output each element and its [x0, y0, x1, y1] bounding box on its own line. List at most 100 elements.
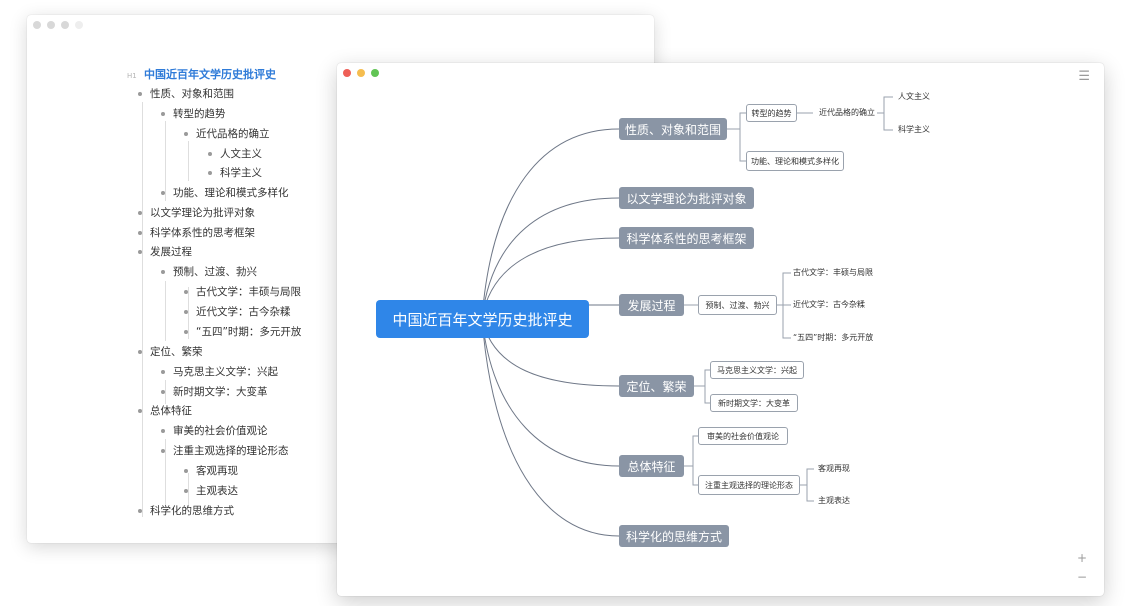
- mindmap-sub-node[interactable]: 功能、理论和模式多样化: [746, 151, 844, 171]
- mindmap-sub-node[interactable]: 近代文学：古今杂糅: [793, 300, 865, 309]
- mindmap-sub-node[interactable]: 新时期文学：大变革: [710, 394, 798, 412]
- mindmap-root-node[interactable]: 中国近百年文学历史批评史: [376, 300, 589, 338]
- outline-item[interactable]: 客观再现: [196, 465, 238, 477]
- bullet-icon: [138, 409, 142, 413]
- outline-item[interactable]: “五四”时期：多元开放: [196, 326, 302, 338]
- outline-item[interactable]: 审美的社会价值观论: [173, 425, 268, 437]
- outline-item[interactable]: 主观表达: [196, 485, 238, 497]
- connector: [777, 272, 791, 306]
- connector: [694, 369, 710, 387]
- close-window-button[interactable]: [343, 69, 351, 77]
- bullet-icon: [184, 310, 188, 314]
- mindmap-branch-node[interactable]: 发展过程: [619, 294, 684, 316]
- mindmap-sub-node[interactable]: 客观再现: [818, 464, 850, 473]
- outline-guide-line: [165, 380, 166, 404]
- outline-item[interactable]: 马克思主义文学：兴起: [173, 366, 278, 378]
- zoom-window-button[interactable]: [61, 21, 69, 29]
- window-controls: [343, 69, 379, 77]
- outline-item[interactable]: 古代文学：丰硕与局限: [196, 286, 301, 298]
- outline-item[interactable]: 以文学理论为批评对象: [150, 207, 255, 219]
- outline-guide-line: [188, 141, 189, 181]
- connector: [883, 113, 893, 131]
- outline-item[interactable]: 功能、理论和模式多样化: [173, 187, 289, 199]
- bullet-icon: [184, 330, 188, 334]
- bullet-icon: [184, 290, 188, 294]
- bullet-icon: [161, 270, 165, 274]
- mindmap-sub-node[interactable]: 审美的社会价值观论: [698, 427, 788, 445]
- connector: [782, 305, 791, 339]
- connector: [481, 197, 620, 319]
- connector: [481, 128, 620, 319]
- minimize-window-button[interactable]: [357, 69, 365, 77]
- outline-item[interactable]: 科学主义: [220, 167, 262, 179]
- outline-guide-line: [188, 287, 189, 339]
- outline-guide-line: [165, 121, 166, 201]
- close-window-button[interactable]: [33, 21, 41, 29]
- outline-item[interactable]: 性质、对象和范围: [150, 88, 234, 100]
- heading-level-tag: H1: [127, 72, 137, 80]
- bullet-icon: [161, 449, 165, 453]
- outline-item[interactable]: 发展过程: [150, 246, 192, 258]
- bullet-icon: [161, 191, 165, 195]
- mindmap-sub-node[interactable]: 科学主义: [898, 125, 930, 134]
- outline-item[interactable]: 新时期文学：大变革: [173, 386, 268, 398]
- outline-item[interactable]: 人文主义: [220, 148, 262, 160]
- outline-title[interactable]: 中国近百年文学历史批评史: [144, 68, 276, 81]
- connector: [481, 237, 620, 319]
- zoom-window-button[interactable]: [371, 69, 379, 77]
- bullet-icon: [184, 132, 188, 136]
- outline-item[interactable]: 科学体系性的思考框架: [150, 227, 255, 239]
- mindmap-branch-node[interactable]: 总体特征: [619, 455, 684, 477]
- bullet-icon: [161, 429, 165, 433]
- mindmap-branch-node[interactable]: 科学体系性的思考框架: [619, 227, 754, 249]
- zoom-out-button[interactable]: −: [1076, 570, 1087, 584]
- bullet-icon: [161, 112, 165, 116]
- connector: [481, 317, 620, 537]
- mindmap-sub-node[interactable]: 人文主义: [898, 92, 930, 101]
- mindmap-sub-node[interactable]: 转型的趋势: [746, 104, 797, 122]
- outline-item[interactable]: 近代品格的确立: [196, 128, 270, 140]
- zoom-in-button[interactable]: +: [1076, 551, 1087, 565]
- bullet-icon: [138, 211, 142, 215]
- outline-guide-line: [188, 473, 189, 507]
- menu-icon[interactable]: ☰: [1078, 69, 1090, 84]
- outline-item[interactable]: 注重主观选择的理论形态: [173, 445, 289, 457]
- bullet-icon: [138, 92, 142, 96]
- mindmap-branch-node[interactable]: 性质、对象和范围: [619, 118, 727, 140]
- bullet-icon: [138, 509, 142, 513]
- mindmap-sub-node[interactable]: 主观表达: [818, 496, 850, 505]
- bullet-icon: [208, 171, 212, 175]
- mindmap-window: 中国近百年文学历史批评史 性质、对象和范围 以文学理论为批评对象 科学体系性的思…: [337, 63, 1104, 596]
- mindmap-sub-node[interactable]: “五四”时期：多元开放: [793, 333, 874, 342]
- mindmap-branch-node[interactable]: 以文学理论为批评对象: [619, 187, 754, 209]
- connector: [481, 317, 620, 467]
- outline-item[interactable]: 科学化的思维方式: [150, 505, 234, 517]
- outline-guide-line: [165, 281, 166, 341]
- outline-item[interactable]: 定位、繁荣: [150, 346, 203, 358]
- mindmap-branch-node[interactable]: 定位、繁荣: [619, 375, 694, 397]
- connector: [727, 112, 746, 130]
- bullet-icon: [161, 370, 165, 374]
- mindmap-sub-node[interactable]: 古代文学：丰硕与局限: [793, 268, 873, 277]
- mindmap-sub-node[interactable]: 马克思主义文学：兴起: [710, 361, 804, 379]
- window-controls: [33, 21, 83, 29]
- connector: [806, 485, 814, 502]
- outline-guide-line: [142, 102, 143, 517]
- outline-item[interactable]: 转型的趋势: [173, 108, 226, 120]
- bullet-icon: [138, 250, 142, 254]
- mindmap-sub-node[interactable]: 预制、过渡、勃兴: [698, 295, 777, 315]
- connector: [684, 435, 698, 467]
- mindmap-sub-node[interactable]: 近代品格的确立: [819, 108, 875, 117]
- minimize-window-button[interactable]: [47, 21, 55, 29]
- window-extra-button[interactable]: [75, 21, 83, 29]
- mindmap-branch-node[interactable]: 科学化的思维方式: [619, 525, 729, 547]
- bullet-icon: [138, 231, 142, 235]
- connector: [704, 386, 710, 404]
- outline-guide-line: [165, 439, 166, 507]
- outline-item[interactable]: 总体特征: [150, 405, 192, 417]
- connector: [692, 466, 698, 486]
- bullet-icon: [161, 390, 165, 394]
- outline-item[interactable]: 预制、过渡、勃兴: [173, 266, 257, 278]
- mindmap-sub-node[interactable]: 注重主观选择的理论形态: [698, 475, 800, 495]
- outline-item[interactable]: 近代文学：古今杂糅: [196, 306, 291, 318]
